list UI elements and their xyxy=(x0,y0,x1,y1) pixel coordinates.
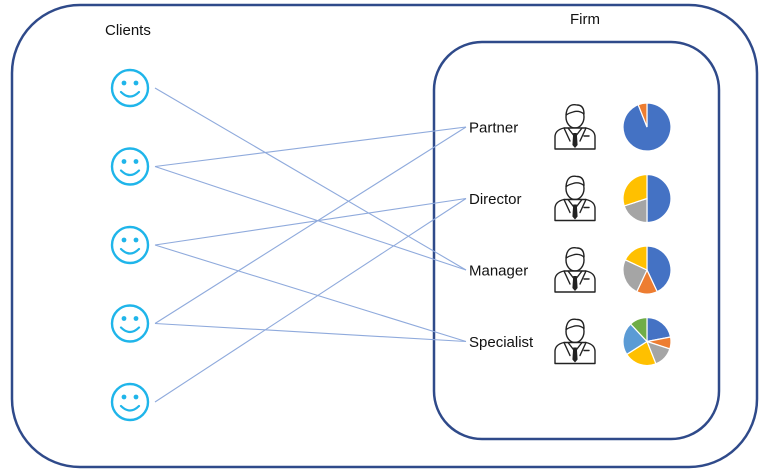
connector-line xyxy=(154,87,467,271)
connector-line xyxy=(154,165,467,271)
businessman-icon xyxy=(554,318,596,365)
pie-slice xyxy=(622,323,648,356)
pie-slice xyxy=(646,316,672,343)
smiley-icon xyxy=(110,382,150,422)
clients-label: Clients xyxy=(105,22,151,39)
businessman-icon xyxy=(554,247,596,293)
businessman-icon xyxy=(554,175,596,222)
firm-label: Firm xyxy=(570,11,600,28)
connector-line xyxy=(154,197,467,246)
role-label-specialist: Specialist xyxy=(469,334,534,351)
pie-slice xyxy=(637,102,648,128)
connector-line xyxy=(154,198,467,403)
connector-line xyxy=(154,126,467,168)
smiley-icon xyxy=(110,225,150,265)
pie-slice xyxy=(646,173,672,224)
role-label-director: Director xyxy=(469,191,522,208)
smiley-icon xyxy=(110,147,150,186)
connector-line xyxy=(154,244,467,343)
client-column xyxy=(110,68,150,422)
pie-slice xyxy=(624,245,648,271)
connector-line xyxy=(154,126,467,324)
smiley-icon xyxy=(110,68,150,108)
pie-chart-director xyxy=(622,173,672,224)
pie-chart-manager xyxy=(622,245,672,295)
pie-chart-partner xyxy=(622,102,672,152)
outer-frame xyxy=(10,3,759,469)
pie-slice xyxy=(625,340,657,367)
role-label-manager: Manager xyxy=(469,263,528,280)
pie-chart-specialist xyxy=(622,316,672,367)
pie-slice xyxy=(622,173,648,207)
connector-lines xyxy=(154,87,467,403)
role-label-partner: Partner xyxy=(469,120,518,137)
smiley-icon xyxy=(110,304,150,343)
firm-frame xyxy=(432,40,721,441)
pie-slice xyxy=(629,316,648,344)
pie-column xyxy=(622,102,672,367)
businessman-icon xyxy=(554,104,596,150)
connector-line xyxy=(154,322,467,343)
pie-slice xyxy=(646,245,672,293)
